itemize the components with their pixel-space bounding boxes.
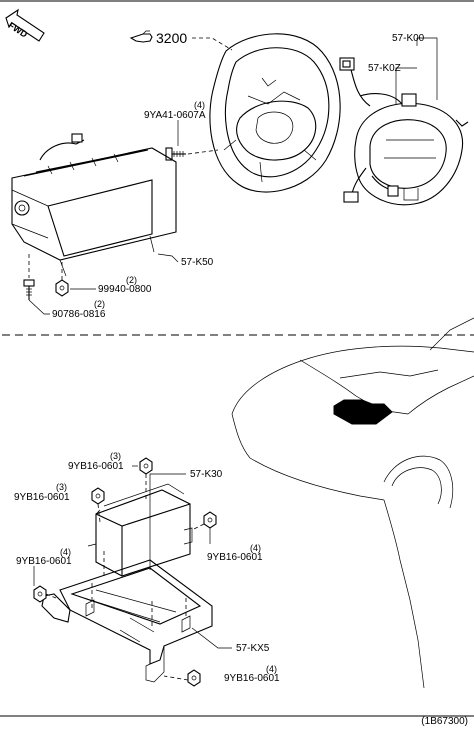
airbag-module-57-k50: [11, 133, 177, 277]
sdm-unit-57-k30: [87, 483, 193, 577]
part-label: 57-K0Z: [368, 63, 401, 74]
forward-arrow-icon: [5, 8, 45, 42]
part-label: 99940-0800: [98, 284, 152, 295]
part-label: 9YA41-0607A: [144, 110, 206, 121]
airbag-module-57-k00: [339, 57, 469, 206]
bolt-9ya41: [165, 147, 186, 161]
pointing-hand-icon: [129, 30, 153, 43]
nut-9yb16-e: [187, 669, 201, 687]
ref-marker-label: 3200: [156, 30, 188, 46]
qty-label: (3): [56, 482, 67, 492]
qty-label: (3): [110, 451, 121, 461]
part-label: 9YB16-0601: [224, 673, 280, 684]
qty-label: (4): [60, 547, 71, 557]
part-label: 57-K50: [181, 257, 214, 268]
part-label: 90786-0816: [52, 309, 106, 320]
part-label: 9YB16-0601: [68, 461, 124, 472]
figure-code: (1B67300): [421, 716, 468, 727]
qty-label: (2): [126, 275, 137, 285]
qty-label: (4): [266, 664, 277, 674]
part-label: 9YB16-0601: [16, 556, 72, 567]
part-label: 57-K30: [190, 469, 223, 480]
bolt-90786-0816: [23, 279, 35, 300]
nut-9yb16-d: [33, 585, 47, 603]
vehicle-outline: [231, 317, 474, 689]
part-label: 9YB16-0601: [14, 492, 70, 503]
part-label: 57-KX5: [236, 643, 270, 654]
nut-9yb16-a: [139, 457, 153, 475]
qty-label: (4): [250, 543, 261, 553]
qty-label: (4): [194, 100, 205, 110]
nut-99940-0800: [55, 279, 69, 297]
sdm-location-highlight: [333, 399, 393, 425]
part-label: 9YB16-0601: [207, 552, 263, 563]
nut-9yb16-c: [203, 511, 217, 529]
qty-label: (2): [94, 299, 105, 309]
bracket-57-kx5: [41, 559, 213, 683]
steering-wheel: [209, 33, 341, 193]
nut-9yb16-b: [91, 487, 105, 505]
part-label: 57-K00: [392, 33, 425, 44]
